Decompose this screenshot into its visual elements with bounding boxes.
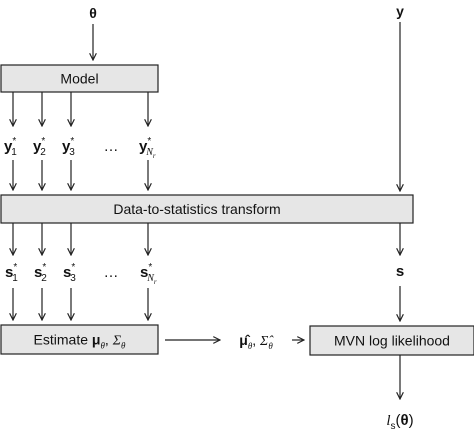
simulated-stat-ellipsis: …: [104, 264, 119, 281]
model-box: [0, 64, 159, 93]
y-input-label: y: [396, 3, 404, 19]
estimate-box: [0, 324, 159, 355]
simulated-data-y2: y*2: [33, 136, 46, 158]
mvn-box: [309, 325, 474, 356]
simulated-stat-s1: s*1: [5, 262, 18, 284]
simulated-data-ellipsis: …: [104, 138, 119, 155]
simulated-stat-s3: s*3: [63, 262, 76, 284]
simulated-stat-s2: s*2: [34, 262, 47, 284]
log-likelihood-output: ls(θ): [386, 412, 413, 432]
simulated-data-y1: y*1: [4, 136, 17, 158]
simulated-stat-sn: s*Nr: [140, 262, 157, 286]
simulated-data-y3: y*3: [62, 136, 75, 158]
transform-box: [0, 194, 414, 224]
model-label: Model: [60, 71, 98, 87]
simulated-data-yn: y*Nr: [139, 136, 156, 160]
mvn-label: MVN log likelihood: [334, 333, 450, 349]
theta-input-label: θ: [89, 5, 97, 21]
observed-stat-s: s: [396, 263, 404, 280]
transform-label: Data-to-statistics transform: [113, 201, 280, 217]
estimate-label: Estimate μθ, Σθ: [34, 332, 126, 351]
estimated-params-label: μ̂θ, Σ̂θ: [239, 332, 274, 351]
